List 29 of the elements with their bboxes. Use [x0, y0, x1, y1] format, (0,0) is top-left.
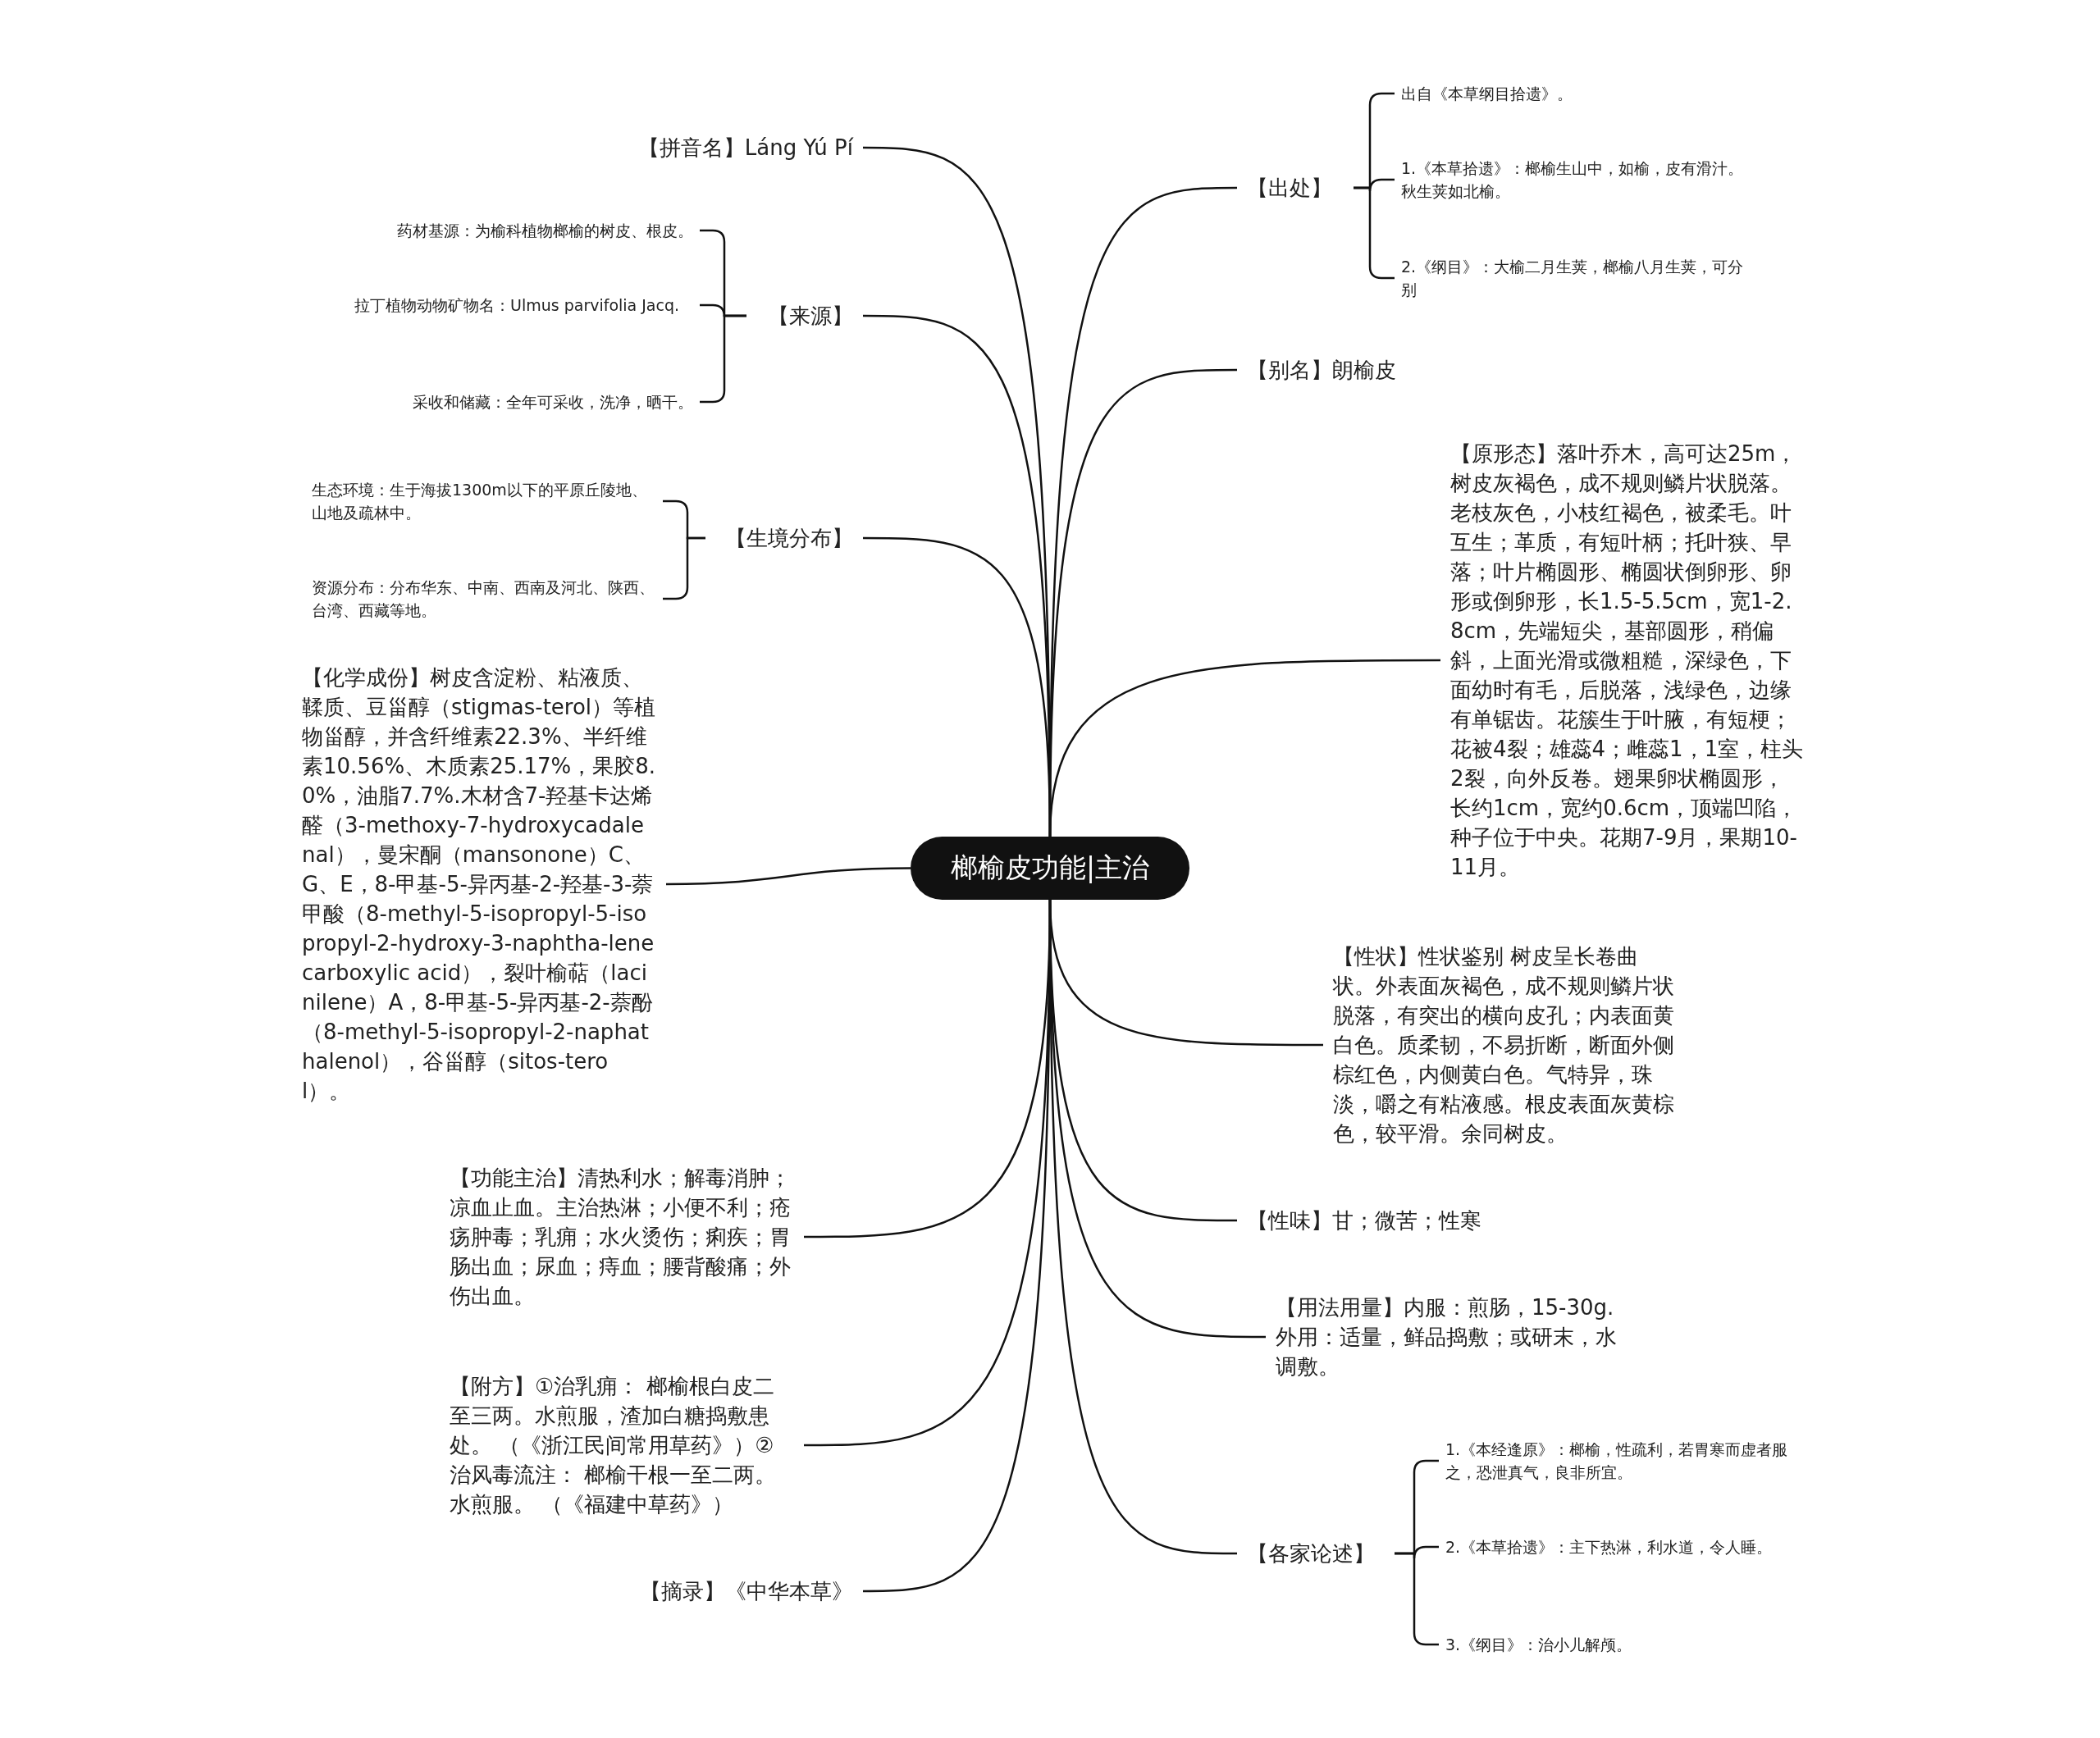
subtopic-text: 采收和储藏：全年可采收，洗净，晒干。	[295, 390, 693, 413]
subtopic-text: 资源分布：分布华东、中南、西南及河北、陕西、台湾、西藏等地。	[312, 576, 656, 622]
paragraph-text: 【化学成份】树皮含淀粉、粘液质、鞣质、豆甾醇（stigmas-terol）等植物甾醇，并含纤维素22.3%、半纤维素10.56%、木质素25.17%，果胶8.0%，油脂7.7%.木材含7-羟基卡达烯醛（3-methoxy-7-hydroxycadalenal），曼宋酮（mansonone）C、G、E，8-甲基-5-异丙基-2-羟基-3-萘甲酸（8-methyl-5-isopropyl-5-isopropyl-2-hydroxy-3-naphtha-lene carboxylic acid），裂叶榆萜（lacinilene）A，8-甲基-5-异丙基-2-萘酚（8-methyl-5-isopropyl-2-naphathalenol），谷甾醇（sitos-terol）。	[302, 663, 656, 1106]
topic-text: 【性味】甘；微苦；性寒	[1247, 1206, 1509, 1235]
topic-text: 【来源】	[755, 301, 853, 331]
topic-text: 【摘录】《中华本草》	[574, 1576, 853, 1606]
subtopic-text: 3.《纲目》：治小儿解颅。	[1445, 1633, 1798, 1656]
subtopic-text: 2.《纲目》：大榆二月生荚，榔榆八月生荚，可分别	[1401, 255, 1754, 301]
subtopic-text: 1.《本经逢原》：榔榆，性疏利，若胃寒而虚者服之，恐泄真气，良非所宜。	[1445, 1438, 1798, 1484]
topic-text: 【生境分布】	[714, 523, 853, 553]
branch-line	[1048, 900, 1237, 1555]
topic-text: 【别名】朗榆皮	[1247, 355, 1427, 385]
topic-text: 【出处】	[1247, 173, 1345, 203]
paragraph-text: 【功能主治】清热利水；解毒消肿；凉血止血。主治热淋；小便不利；疮疡肿毒；乳痈；水火烫伤；痢疾；胃肠出血；尿血；痔血；腰背酸痛；外伤出血。	[450, 1163, 794, 1311]
subtopic-text: 拉丁植物动物矿物名：Ulmus parvifolia Jacq.	[354, 294, 693, 317]
topic-text: 【各家论述】	[1247, 1539, 1386, 1568]
topic-text: 【拼音名】Láng Yú Pí	[525, 133, 853, 162]
branch-line	[666, 867, 911, 886]
paragraph-text: 【原形态】落叶乔木，高可达25m，树皮灰褐色，成不规则鳞片状脱落。老枝灰色，小枝红褐色，被柔毛。叶互生；革质，有短叶柄；托叶狭、早落；叶片椭圆形、椭圆状倒卵形、卵形或倒卵形，长1.5-5.5cm，宽1-2.8cm，先端短尖，基部圆形，稍偏斜，上面光滑或微粗糙，深绿色，下面幼时有毛，后脱落，浅绿色，边缘有单锯齿。花簇生于叶腋，有短梗；花被4裂；雄蕊4；雌蕊1，1室，柱头2裂，向外反卷。翅果卵状椭圆形，长约1cm，宽约0.6cm，顶端凹陷，种子位于中央。花期7-9月，果期10-11月。	[1450, 439, 1805, 882]
branch-line	[1048, 659, 1440, 837]
subtopic-text: 2.《本草拾遗》：主下热淋，利水道，令人睡。	[1445, 1535, 1798, 1558]
paragraph-text: 【性状】性状鉴别 树皮呈长卷曲状。外表面灰褐色，成不规则鳞片状脱落，有突出的横向皮孔；内表面黄白色。质柔韧，不易折断，断面外侧棕红色，内侧黄白色。气特异，珠淡，嚼之有粘液感。根皮表面灰黄棕色，较平滑。余同树皮。	[1333, 942, 1678, 1148]
subtopic-text: 1.《本草拾遗》：榔榆生山中，如榆，皮有滑汁。秋生荚如北榆。	[1401, 157, 1754, 203]
subtopic-text: 生态环境：生于海拔1300m以下的平原丘陵地、山地及疏林中。	[312, 478, 656, 524]
subtopic-text: 药材基源：为榆科植物榔榆的树皮、根皮。	[295, 219, 693, 242]
paragraph-text: 【用法用量】内服：煎肠，15-30g.外用：适量，鲜品捣敷；或研末，水调敷。	[1276, 1293, 1628, 1381]
central-topic-pill: 榔榆皮功能|主治	[911, 837, 1189, 900]
paragraph-text: 【附方】①治乳痈： 榔榆根白皮二至三两。水煎服，渣加白糖捣敷患处。 （《浙江民间常用草药》）②治风毒流注： 榔榆干根一至二两。水煎服。 （《福建中草药》）	[450, 1371, 794, 1519]
subtopic-text: 出自《本草纲目拾遗》。	[1401, 82, 1762, 105]
